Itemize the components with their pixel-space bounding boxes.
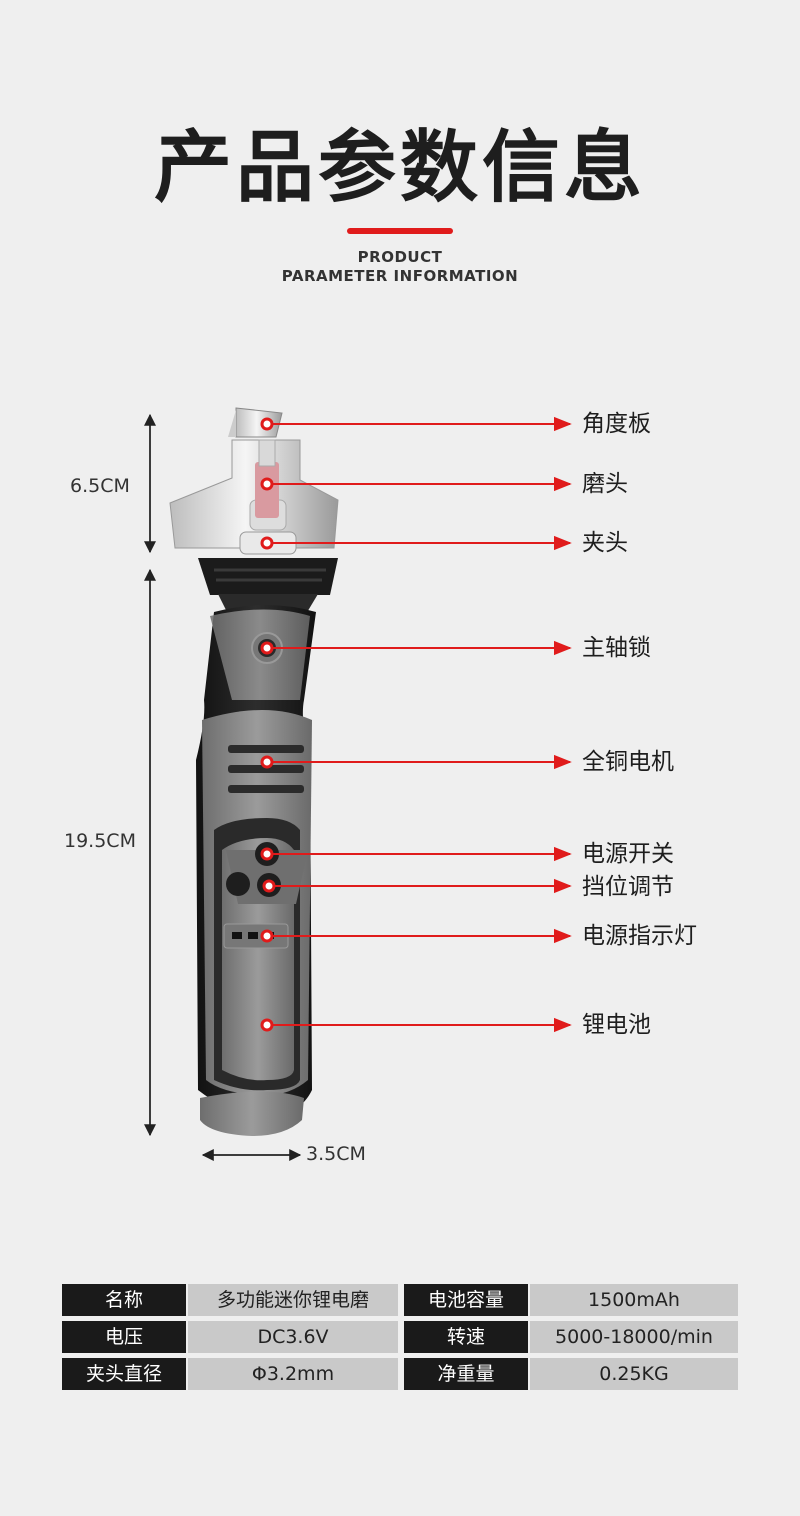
callout-spindle-lock: 主轴锁: [582, 635, 651, 661]
spec-key: 净重量: [404, 1358, 528, 1390]
spec-value: 多功能迷你锂电磨: [188, 1284, 398, 1316]
callout-grinding-head: 磨头: [582, 471, 628, 497]
title-underline: [347, 228, 453, 234]
callout-lithium-battery: 锂电池: [582, 1012, 651, 1038]
spec-row: 电压 DC3.6V 转速 5000-18000/min: [62, 1321, 738, 1353]
spec-key: 名称: [62, 1284, 186, 1316]
spec-value: 0.25KG: [530, 1358, 738, 1390]
spec-key: 夹头直径: [62, 1358, 186, 1390]
tool-head: [169, 407, 339, 555]
spec-value: 1500mAh: [530, 1284, 738, 1316]
callout-copper-motor: 全铜电机: [582, 749, 674, 775]
spec-value: DC3.6V: [188, 1321, 398, 1353]
callout-angle-plate: 角度板: [582, 411, 651, 437]
spec-row: 夹头直径 Φ3.2mm 净重量 0.25KG: [62, 1358, 738, 1390]
tool-body: [196, 605, 316, 1136]
callout-chuck: 夹头: [582, 530, 628, 556]
page-title: 产品参数信息: [153, 123, 646, 213]
spec-row: 名称 多功能迷你锂电磨 电池容量 1500mAh: [62, 1284, 738, 1316]
spec-key: 电压: [62, 1321, 186, 1353]
dimension-label-head: 6.5CM: [70, 475, 130, 497]
spec-key: 转速: [404, 1321, 528, 1353]
spec-value: Φ3.2mm: [188, 1358, 398, 1390]
callout-power-switch: 电源开关: [582, 841, 674, 867]
callout-speed-adjust: 挡位调节: [582, 874, 674, 900]
callout-dots: [260, 417, 276, 1032]
callout-power-indicator: 电源指示灯: [582, 923, 697, 949]
subtitle-line-1: PRODUCT: [357, 248, 443, 266]
callout-lines: [267, 416, 572, 1033]
dimension-label-width: 3.5CM: [306, 1143, 366, 1165]
spec-key: 电池容量: [404, 1284, 528, 1316]
subtitle-line-2: PARAMETER INFORMATION: [281, 267, 519, 285]
dimension-label-body: 19.5CM: [64, 830, 136, 852]
spec-table: 名称 多功能迷你锂电磨 电池容量 1500mAh 电压 DC3.6V 转速 50…: [62, 1284, 738, 1395]
spec-value: 5000-18000/min: [530, 1321, 738, 1353]
